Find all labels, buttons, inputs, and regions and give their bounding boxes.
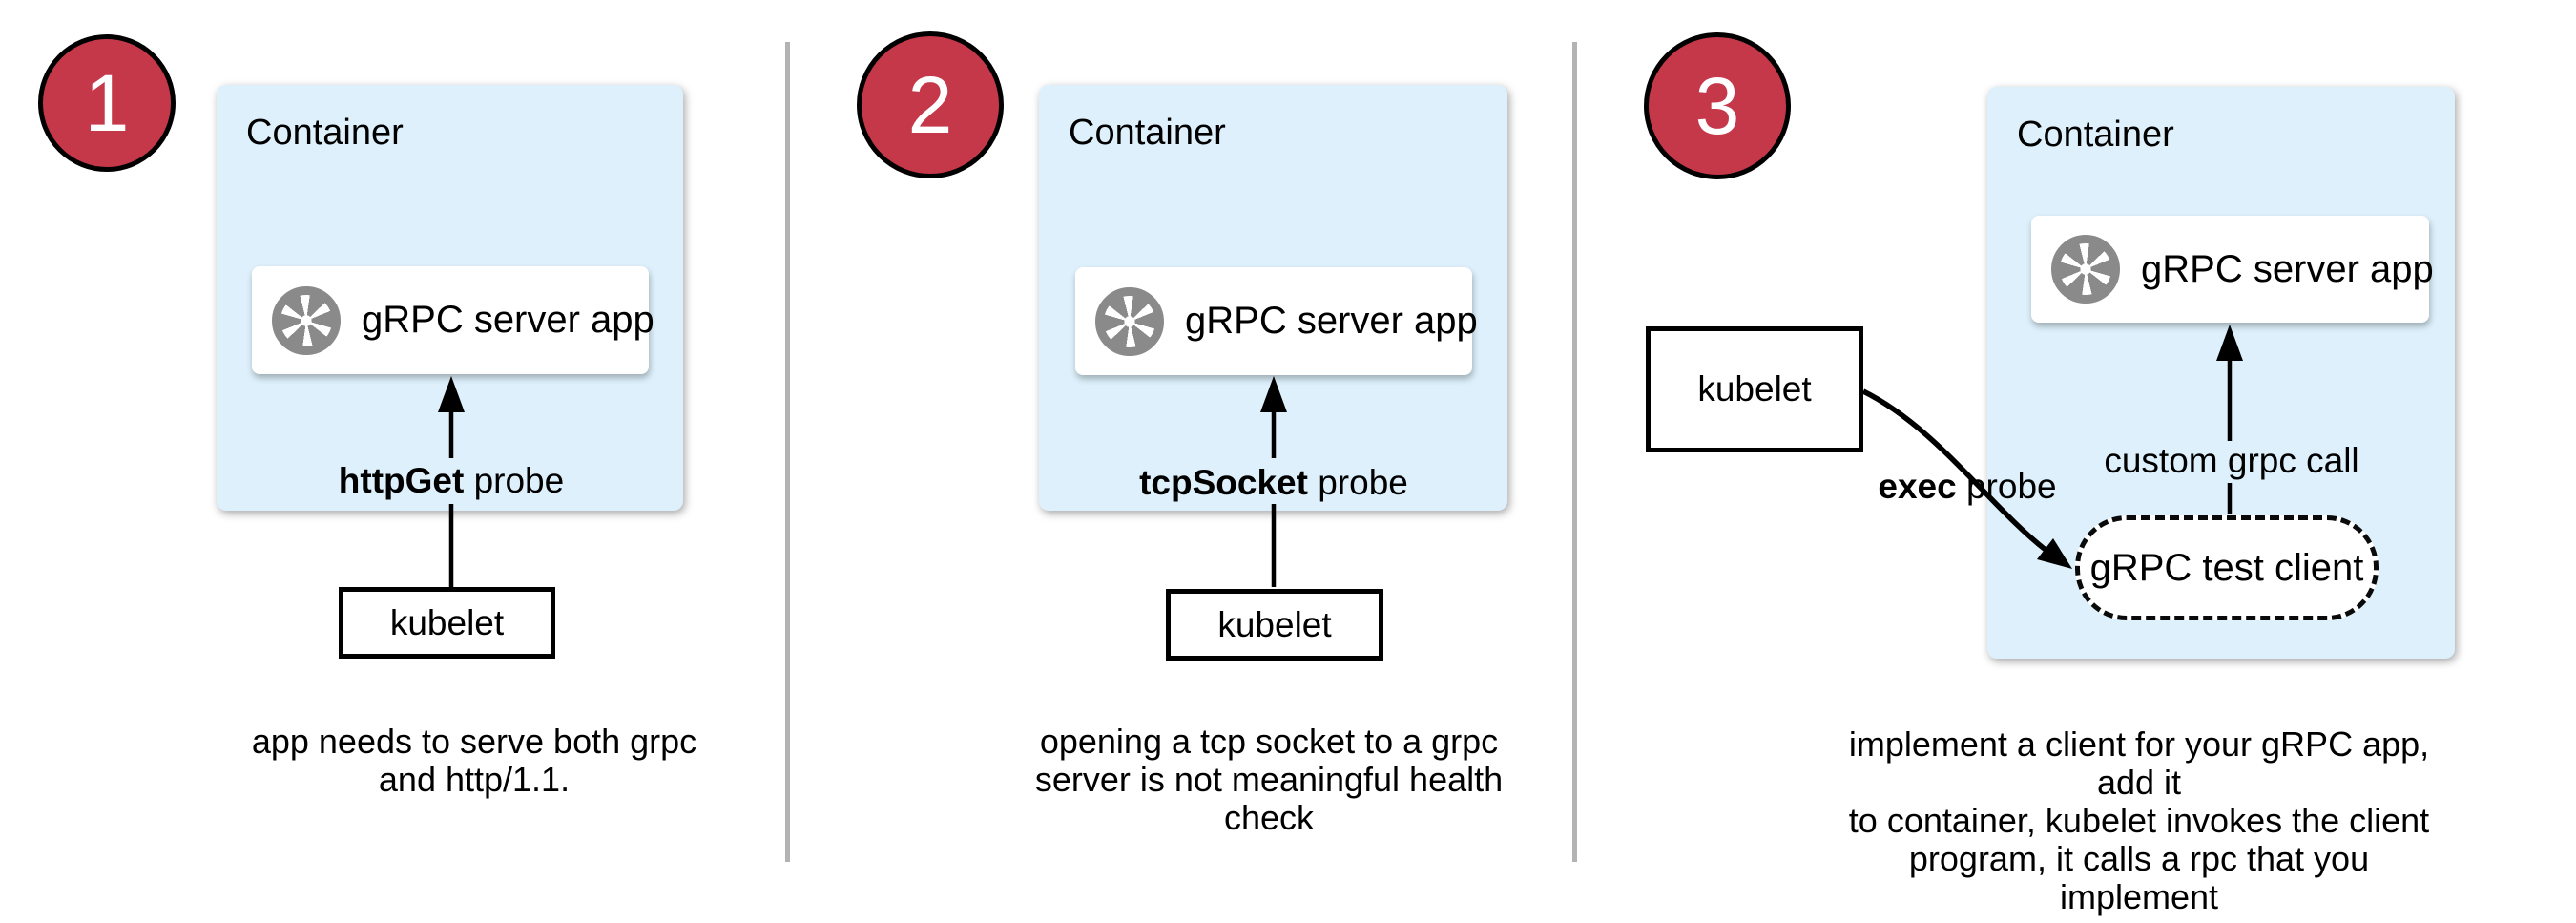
grpc-server-app-label: gRPC server app <box>2141 247 2434 290</box>
step-1-badge: 1 <box>38 34 176 172</box>
caption-1: app needs to serve both grpc and http/1.… <box>236 723 713 799</box>
caption-2: opening a tcp socket to a grpc server is… <box>1030 723 1507 837</box>
kubelet-label: kubelet <box>1217 604 1332 644</box>
caption-line: opening a tcp socket to a grpc <box>1039 722 1499 761</box>
grpc-test-client-label: gRPC test client <box>2089 546 2364 589</box>
kubelet-box-1: kubelet <box>339 587 555 659</box>
grpc-test-client-box: gRPC test client <box>2075 515 2379 620</box>
divider-1 <box>785 42 790 862</box>
step-3-number: 3 <box>1694 60 1740 151</box>
kubelet-label: kubelet <box>389 602 505 642</box>
caption-line: check <box>1223 798 1315 837</box>
probe-rest: probe <box>1307 463 1408 502</box>
grpc-server-app-box-2: gRPC server app <box>1075 267 1478 375</box>
aperture-icon <box>272 285 341 355</box>
custom-grpc-call-label: custom grpc call <box>2104 441 2359 480</box>
aperture-icon <box>1095 286 1164 356</box>
caption-line: implement a client for your gRPC app, ad… <box>1848 724 2430 802</box>
arrow-tcpsocket-probe <box>1260 376 1287 587</box>
arrow-exec-probe <box>1861 388 2072 569</box>
probe-keyword: exec <box>1878 467 1957 506</box>
probe-keyword: tcpSocket <box>1139 463 1308 502</box>
tcpsocket-probe-label: tcpSocket probe <box>1083 464 1465 502</box>
container-label-2: Container <box>1069 113 1226 153</box>
container-label-3: Container <box>2017 115 2174 155</box>
aperture-icon <box>2051 235 2120 304</box>
kubelet-box-2: kubelet <box>1166 589 1383 661</box>
caption-3: implement a client for your gRPC app, ad… <box>1829 725 2449 916</box>
caption-line: and http/1.1. <box>378 760 571 799</box>
grpc-server-app-label: gRPC server app <box>362 299 654 341</box>
caption-line: app needs to serve both grpc <box>251 722 697 761</box>
step-3-badge: 3 <box>1644 32 1791 179</box>
exec-probe-label: exec probe <box>1776 468 2158 506</box>
caption-line: server is not meaningful health <box>1034 760 1504 799</box>
grpc-server-app-box-1: gRPC server app <box>252 266 654 374</box>
step-2-number: 2 <box>907 59 953 150</box>
kubelet-label: kubelet <box>1697 369 1812 409</box>
arrow-httpget-probe <box>438 376 465 587</box>
grpc-server-app-box-3: gRPC server app <box>2031 216 2434 323</box>
step-2-badge: 2 <box>857 31 1004 178</box>
probe-keyword: httpGet <box>338 461 465 500</box>
httpget-probe-label: httpGet probe <box>260 462 642 500</box>
arrow-custom-grpc-call <box>2216 325 2243 514</box>
divider-2 <box>1572 42 1577 862</box>
kubelet-box-3: kubelet <box>1646 326 1863 452</box>
container-label-1: Container <box>246 113 404 153</box>
probe-rest: probe <box>1956 467 2057 506</box>
step-1-number: 1 <box>84 57 130 148</box>
caption-line: to container, kubelet invokes the client <box>1848 801 2430 840</box>
caption-line: program, it calls a rpc that you impleme… <box>1908 839 2370 916</box>
probe-rest: probe <box>464 461 565 500</box>
grpc-server-app-label: gRPC server app <box>1185 300 1478 342</box>
